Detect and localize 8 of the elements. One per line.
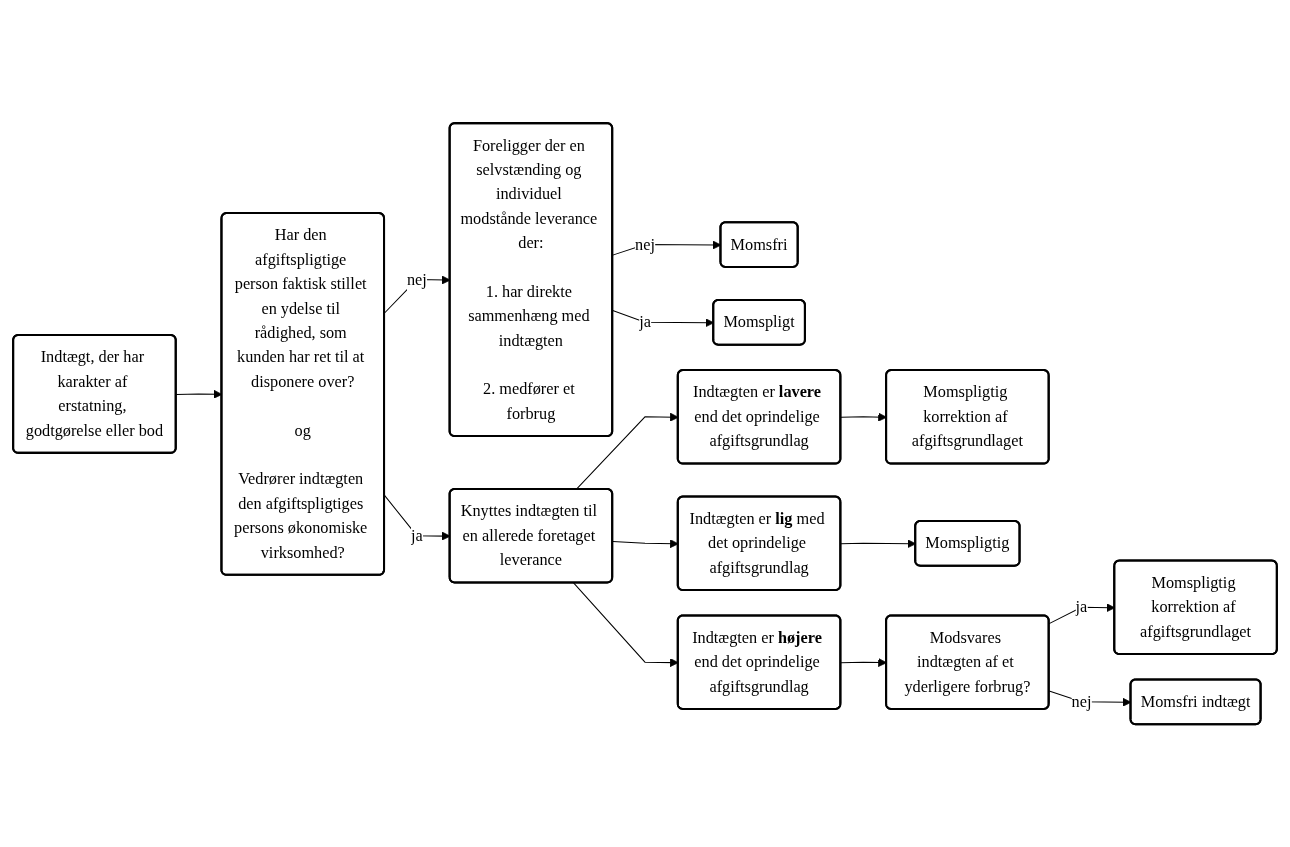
edge-label: nej <box>1071 692 1092 710</box>
edge-label: ja <box>639 312 651 331</box>
edge-label: ja <box>1075 598 1088 616</box>
arrow <box>840 412 887 422</box>
edge-label: nej <box>635 235 655 253</box>
arrow <box>840 657 887 667</box>
edge-label: ja <box>410 526 423 544</box>
edge-label: nej <box>406 270 427 288</box>
